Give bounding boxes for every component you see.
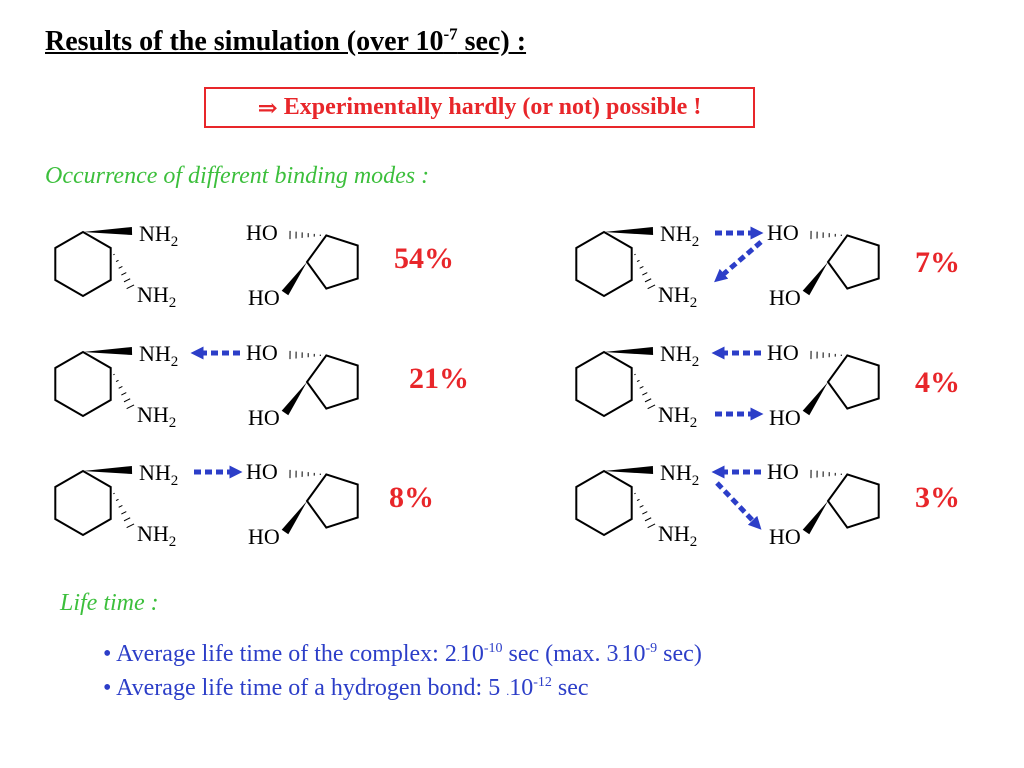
ho-top-label: HO bbox=[767, 459, 799, 484]
occurrence-percent: 3% bbox=[915, 481, 960, 514]
nh2-bottom-label: NH2 bbox=[658, 521, 697, 550]
ho-top-label: HO bbox=[767, 220, 799, 245]
wedge-bond bbox=[83, 347, 133, 355]
ho-top-label: HO bbox=[246, 220, 278, 245]
nh2-top-label: NH2 bbox=[660, 460, 699, 489]
cyclopentane-ring bbox=[305, 354, 359, 410]
nh2-bottom-label: NH2 bbox=[137, 402, 176, 431]
cyclohexane-ring bbox=[575, 350, 633, 418]
nh2-top-label: NH2 bbox=[660, 341, 699, 370]
ho-bottom-label: HO bbox=[248, 524, 280, 549]
note-text: Experimentally hardly (or not) possible … bbox=[283, 94, 702, 120]
wedge-bond bbox=[802, 382, 828, 416]
occurrence-percent: 4% bbox=[915, 366, 960, 399]
wedge-bond bbox=[604, 227, 654, 235]
cyclohexane-ring bbox=[54, 469, 112, 537]
ho-bottom-label: HO bbox=[769, 524, 801, 549]
cyclohexane-ring bbox=[54, 350, 112, 418]
cyclohexane-ring bbox=[575, 469, 633, 537]
nh2-bottom-label: NH2 bbox=[658, 282, 697, 311]
wedge-bond bbox=[281, 262, 307, 296]
cyclohexane-ring bbox=[575, 230, 633, 298]
wedge-bond bbox=[604, 347, 654, 355]
nh2-top-label: NH2 bbox=[660, 221, 699, 250]
nh2-bottom-label: NH2 bbox=[137, 282, 176, 311]
cyclopentane-ring bbox=[826, 234, 880, 290]
nh2-top-label: NH2 bbox=[139, 221, 178, 250]
note-box: ⇒ Experimentally hardly (or not) possibl… bbox=[204, 87, 755, 128]
cyclopentane-ring bbox=[826, 354, 880, 410]
nh2-bottom-label: NH2 bbox=[658, 402, 697, 431]
bullet-hbond-lifetime: • Average life time of a hydrogen bond: … bbox=[103, 675, 589, 701]
occurrence-percent: 7% bbox=[915, 246, 960, 279]
implies-arrow-icon: ⇒ bbox=[257, 95, 278, 122]
wedge-bond bbox=[83, 227, 133, 235]
nh2-top-label: NH2 bbox=[139, 460, 178, 489]
cyclohexane-ring bbox=[54, 230, 112, 298]
occurrence-percent: 54% bbox=[394, 242, 454, 275]
cyclopentane-ring bbox=[826, 473, 880, 529]
wedge-bond bbox=[802, 262, 828, 296]
nh2-bottom-label: NH2 bbox=[137, 521, 176, 550]
ho-top-label: HO bbox=[767, 340, 799, 365]
ho-bottom-label: HO bbox=[248, 405, 280, 430]
page-title: Results of the simulation (over 10-7 sec… bbox=[45, 24, 527, 57]
cyclopentane-ring bbox=[305, 473, 359, 529]
wedge-bond bbox=[802, 501, 828, 535]
subtitle-life-time: Life time : bbox=[60, 590, 159, 616]
wedge-bond bbox=[604, 466, 654, 474]
bullet-complex-lifetime: • Average life time of the complex: 2.10… bbox=[103, 641, 702, 667]
ho-top-label: HO bbox=[246, 340, 278, 365]
cyclopentane-ring bbox=[305, 234, 359, 290]
subtitle-binding-modes: Occurrence of different binding modes : bbox=[45, 163, 430, 189]
ho-bottom-label: HO bbox=[769, 285, 801, 310]
wedge-bond bbox=[281, 501, 307, 535]
ho-bottom-label: HO bbox=[248, 285, 280, 310]
hbond-arrow bbox=[715, 481, 762, 530]
hbond-arrow bbox=[714, 240, 763, 283]
occurrence-percent: 8% bbox=[389, 481, 434, 514]
ho-bottom-label: HO bbox=[769, 405, 801, 430]
occurrence-percent: 21% bbox=[409, 362, 469, 395]
nh2-top-label: NH2 bbox=[139, 341, 178, 370]
wedge-bond bbox=[83, 466, 133, 474]
wedge-bond bbox=[281, 382, 307, 416]
ho-top-label: HO bbox=[246, 459, 278, 484]
